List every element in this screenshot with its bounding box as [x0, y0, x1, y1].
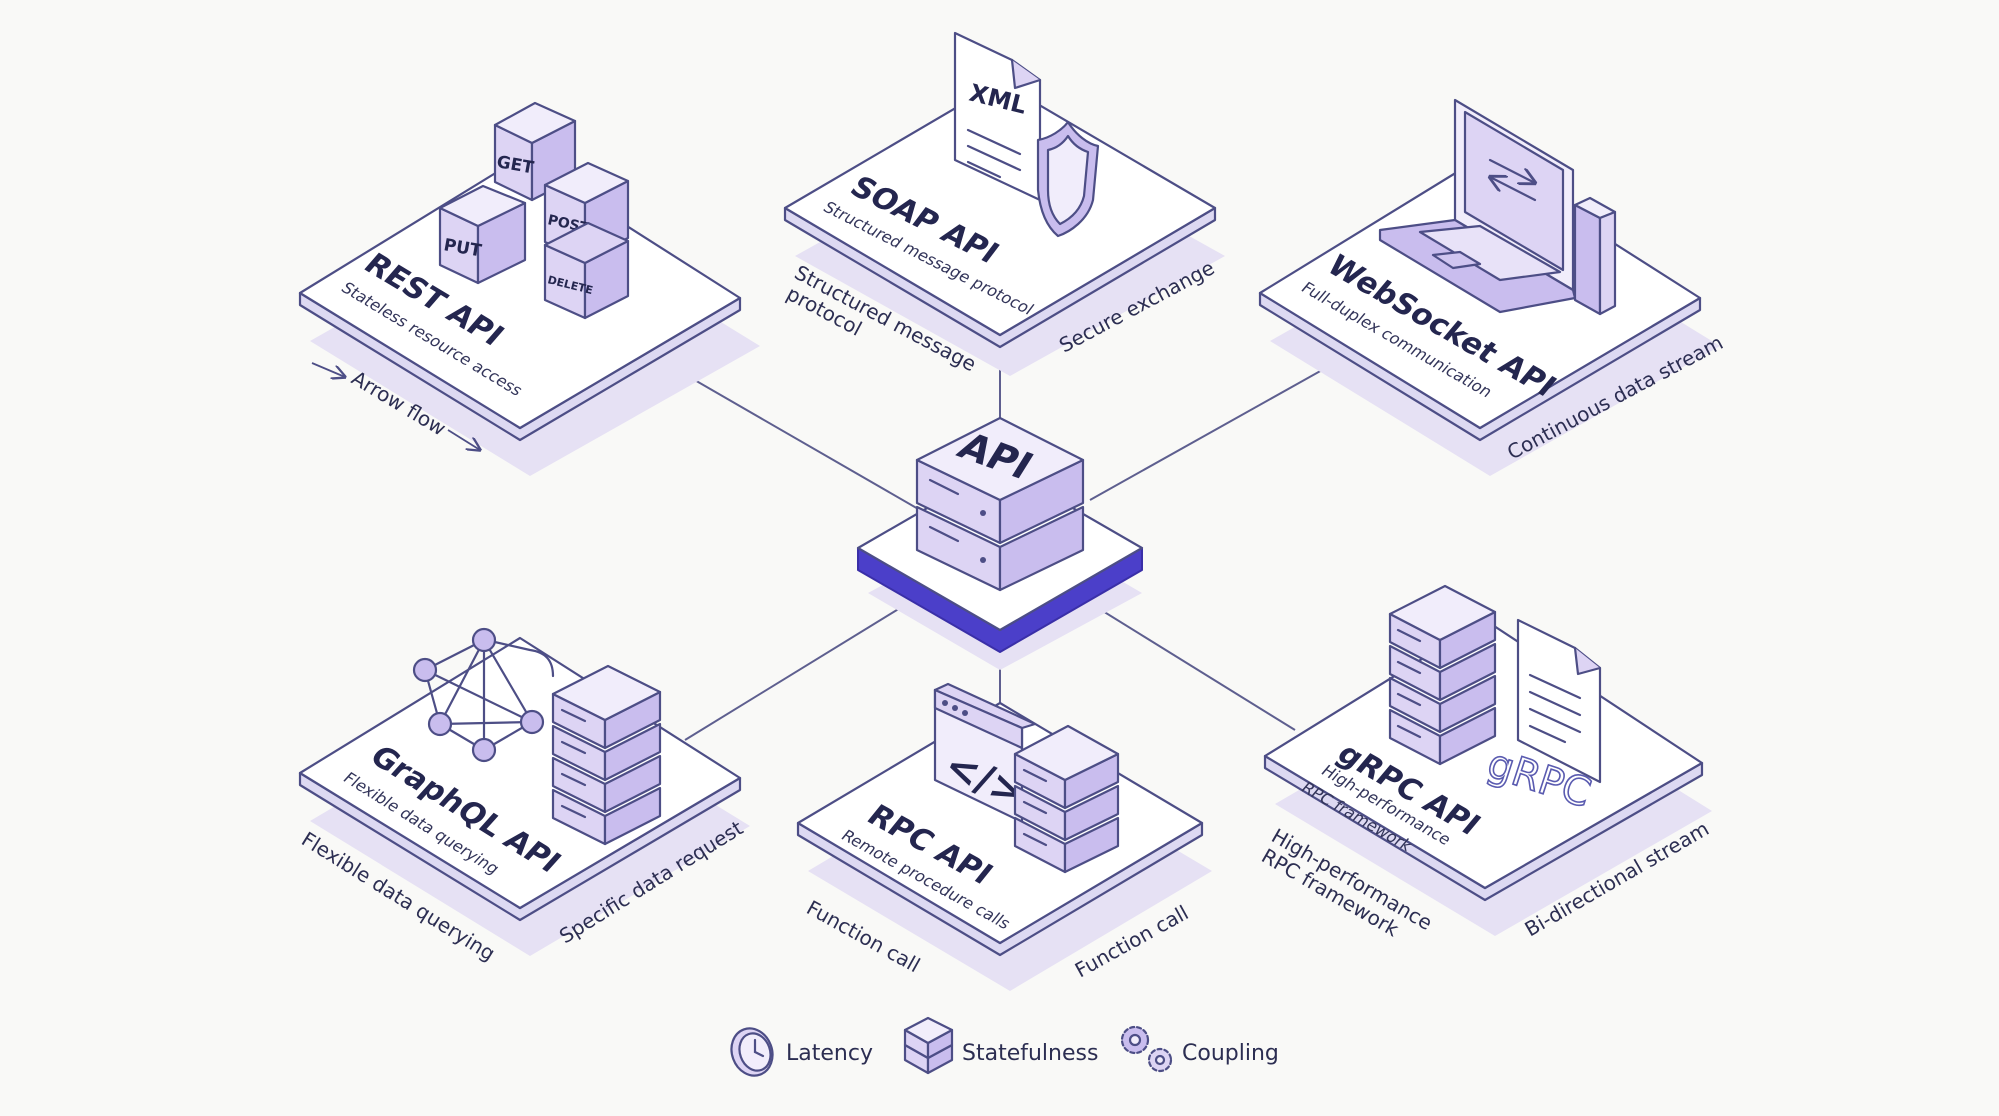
legend-item-latency: Latency [730, 1027, 873, 1077]
grpc-platform [1263, 618, 1712, 936]
hub-server-icon [915, 416, 1085, 592]
connector-websocket [1089, 359, 1341, 501]
rpc-server-icon [1013, 724, 1120, 874]
rest-platform [298, 156, 760, 476]
legend-item-statefulness: Statefulness [903, 1016, 1098, 1075]
grpc-document-icon [1516, 618, 1602, 784]
connector-rest [659, 359, 921, 511]
gears-icon [1120, 1025, 1173, 1073]
connector-graphql [684, 604, 906, 741]
phone-icon [1573, 196, 1617, 316]
grpc-server-icon [1388, 584, 1497, 766]
xml-document-icon: XML [953, 31, 1042, 202]
api-hub: API [856, 416, 1144, 670]
legend: Latency Statefulness Coupling [730, 1016, 1279, 1077]
put-cube-icon: PUT [438, 184, 527, 285]
laptop-icon [1378, 98, 1577, 314]
graphql-server-icon [551, 664, 662, 846]
legend-item-coupling: Coupling [1120, 1025, 1279, 1073]
legend-label-coupling: Coupling [1182, 1041, 1279, 1066]
rest-arrow-flow [311, 362, 480, 450]
soap-platform [783, 80, 1225, 376]
legend-label-latency: Latency [786, 1041, 873, 1066]
clock-icon [730, 1027, 774, 1077]
connector-grpc [1084, 599, 1296, 731]
rest-verb-cubes: GET PUT POST DELETE [438, 101, 630, 320]
delete-cube-icon: DELETE [543, 221, 630, 320]
graphql-platform [298, 636, 750, 956]
shield-icon [1036, 120, 1100, 238]
server-stack-icon [903, 1016, 954, 1075]
graph-network-icon [412, 627, 555, 763]
legend-label-statefulness: Statefulness [962, 1041, 1098, 1066]
